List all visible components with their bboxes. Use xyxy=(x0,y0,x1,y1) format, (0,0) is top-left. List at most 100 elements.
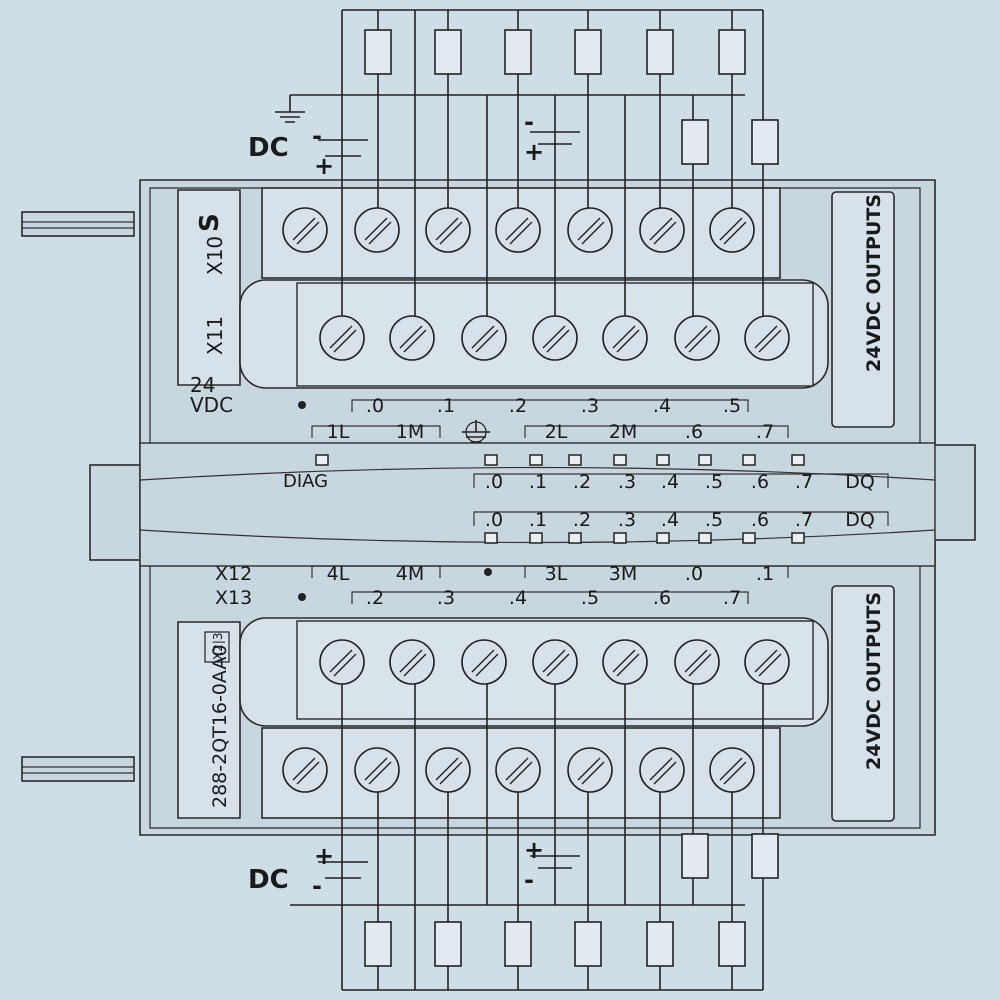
x10-terminal-label: 1M xyxy=(396,421,424,443)
dc-label-top: DC xyxy=(248,133,289,163)
output-led-top xyxy=(656,454,670,466)
x12-screw[interactable] xyxy=(674,639,720,685)
x10-screw[interactable] xyxy=(639,207,685,253)
x10-screw[interactable] xyxy=(567,207,613,253)
output-led-bottom xyxy=(742,532,756,544)
label-vdc: VDC xyxy=(190,393,233,417)
minus-sign-top: - xyxy=(312,122,322,150)
x13-screw[interactable] xyxy=(282,747,328,793)
led-label-bottom: .3 xyxy=(618,509,636,531)
side-latch-right xyxy=(929,444,976,541)
output-led-top xyxy=(529,454,543,466)
ground-icon xyxy=(462,420,490,443)
x11-screw[interactable] xyxy=(602,315,648,361)
top-wiring xyxy=(275,9,779,330)
x10-screw[interactable] xyxy=(282,207,328,253)
led-label-top: .7 xyxy=(795,471,813,493)
x13-screw[interactable] xyxy=(709,747,755,793)
x12-screw[interactable] xyxy=(602,639,648,685)
x12-screw[interactable] xyxy=(744,639,790,685)
label-diag: DIAG xyxy=(283,471,328,492)
x10-screw[interactable] xyxy=(709,207,755,253)
x10-terminal-label: 2L xyxy=(545,421,568,443)
x10-terminal-label: .6 xyxy=(685,421,703,443)
x11-screw[interactable] xyxy=(674,315,720,361)
x12-terminal-label: 3M xyxy=(609,563,637,585)
output-led-bottom xyxy=(484,532,498,544)
output-led-bottom xyxy=(656,532,670,544)
label-x12: X12 xyxy=(215,563,252,585)
minus-sign-bottom-2: - xyxy=(524,866,534,894)
plus-sign-bottom: + xyxy=(314,842,334,870)
dq-label-top: DQ xyxy=(845,471,875,493)
x13-screw[interactable] xyxy=(567,747,613,793)
led-label-top: .5 xyxy=(705,471,723,493)
output-led-top xyxy=(791,454,805,466)
x10-screw[interactable] xyxy=(425,207,471,253)
x12-screw[interactable] xyxy=(319,639,365,685)
x11-terminal-label: .2 xyxy=(509,395,527,417)
x10-terminal-label: 1L xyxy=(327,421,350,443)
led-label-top: .1 xyxy=(529,471,547,493)
label-24: 24 xyxy=(190,373,215,397)
side-latch-left xyxy=(89,464,141,561)
x13-screw[interactable] xyxy=(495,747,541,793)
led-label-bottom: .5 xyxy=(705,509,723,531)
dc-label-bottom: DC xyxy=(248,865,289,895)
din-clip-top xyxy=(21,211,135,237)
x13-screw[interactable] xyxy=(425,747,471,793)
x13-screw[interactable] xyxy=(354,747,400,793)
plus-sign-top-2: + xyxy=(524,138,544,166)
output-led-top xyxy=(568,454,582,466)
x12-terminal-label: .0 xyxy=(685,563,703,585)
x11-terminal-label: .0 xyxy=(366,395,384,417)
x12-screw[interactable] xyxy=(532,639,578,685)
x11-screw[interactable] xyxy=(389,315,435,361)
plus-sign-top: + xyxy=(314,152,334,180)
x11-terminal-label: .4 xyxy=(653,395,671,417)
x11-screw[interactable] xyxy=(532,315,578,361)
x13-terminal-label: .2 xyxy=(366,587,384,609)
label-x11: X11 xyxy=(203,316,227,355)
x11-screw[interactable] xyxy=(461,315,507,361)
led-label-top: .4 xyxy=(661,471,679,493)
x12-screw[interactable] xyxy=(461,639,507,685)
upper-connector-block xyxy=(177,187,895,428)
x10-terminal-label: 2M xyxy=(609,421,637,443)
x11-terminal-label: .3 xyxy=(581,395,599,417)
x11-terminal-label: .5 xyxy=(723,395,741,417)
x11-screw[interactable] xyxy=(744,315,790,361)
label-x13: X13 xyxy=(215,587,252,609)
led-label-bottom: .4 xyxy=(661,509,679,531)
x12-screw[interactable] xyxy=(389,639,435,685)
svg-text:X2|3: X2|3 xyxy=(211,632,225,660)
output-led-top xyxy=(698,454,712,466)
output-led-bottom xyxy=(529,532,543,544)
output-led-bottom xyxy=(698,532,712,544)
output-led-bottom xyxy=(613,532,627,544)
x10-terminal-label: .7 xyxy=(756,421,774,443)
x12-terminal-label: 3L xyxy=(545,563,568,585)
x13-screw[interactable] xyxy=(639,747,685,793)
indicator-dot-24vdc xyxy=(298,401,306,409)
x13-terminal-label: .4 xyxy=(509,587,527,609)
x13-terminal-label: .3 xyxy=(437,587,455,609)
x12-terminal-label: .1 xyxy=(756,563,774,585)
minus-sign-top-2: - xyxy=(524,108,534,136)
x11-screw[interactable] xyxy=(319,315,365,361)
led-label-bottom: .0 xyxy=(485,509,503,531)
side-label-bottom: 24VDC OUTPUTS xyxy=(863,592,885,770)
plus-sign-bottom-2: + xyxy=(524,836,544,864)
x10-screw[interactable] xyxy=(495,207,541,253)
din-clip-bottom xyxy=(21,756,135,782)
x10-screw[interactable] xyxy=(354,207,400,253)
led-label-bottom: .6 xyxy=(751,509,769,531)
led-label-bottom: .1 xyxy=(529,509,547,531)
output-led-top xyxy=(742,454,756,466)
label-x10: X10 xyxy=(203,236,227,275)
output-led-bottom xyxy=(791,532,805,544)
output-led-top xyxy=(484,454,498,466)
x13-terminal-label: .7 xyxy=(723,587,741,609)
